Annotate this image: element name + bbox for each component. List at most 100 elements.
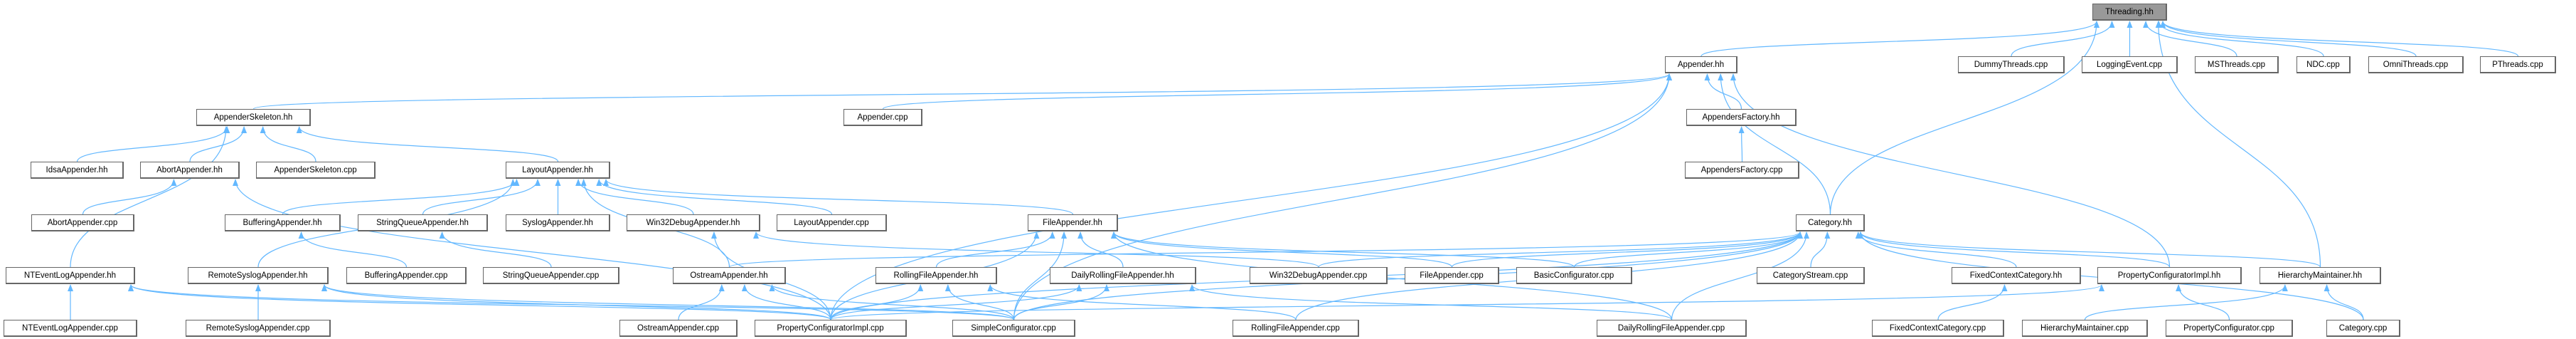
node-ostreamappender-hh[interactable]: OstreamAppender.hh [673,267,786,284]
node-win32debugappender-cpp[interactable]: Win32DebugAppender.cpp [1250,267,1388,284]
edge-win32debugappender_cpp-to-category_hh [1318,231,1803,268]
edge-dailyrollingfileappender_cpp-to-category_hh [1671,231,1810,320]
node-appendersfactory-hh[interactable]: AppendersFactory.hh [1686,109,1797,126]
node-appender-cpp[interactable]: Appender.cpp [843,109,922,126]
edge-appenderskeleton_hh-to-appender_hh [252,73,1672,110]
edge-nteventlogappender_hh-to-appenderskeleton_hh [70,126,229,268]
edge-pthreads_cpp-to-threading_hh [2160,21,2519,57]
edge-simpleconfigurator_cpp-to-rollingfileappender_hh [944,284,1015,320]
edge-propertyconfiguratorimpl_cpp-to-abortappender_hh [233,179,831,320]
node-nteventlogappender-cpp[interactable]: NTEventLogAppender.cpp [4,320,137,337]
edge-rollingfileappender_cpp-to-rollingfileappender_hh [987,284,1297,320]
edge-layoutappender_hh-to-appenderskeleton_hh [296,126,559,162]
edge-dailyrollingfileappender_hh-to-fileappender_hh [1077,231,1124,268]
edge-simpleconfigurator_cpp-to-fileappender_hh [1013,231,1068,320]
edge-fixedcontextcategory_cpp-to-fixedcontextcategory_hh [1937,284,2008,320]
node-syslogappender-hh[interactable]: SyslogAppender.hh [506,214,610,231]
edge-omnithreads_cpp-to-threading_hh [2160,21,2417,57]
node-hierarchymaintainer-hh[interactable]: HierarchyMaintainer.hh [2260,267,2381,284]
edge-dailyrollingfileappender_cpp-to-dailyrollingfileappender_hh [1189,284,1673,320]
node-category-hh[interactable]: Category.hh [1796,214,1865,231]
node-bufferingappender-cpp[interactable]: BufferingAppender.cpp [346,267,467,284]
node-dailyrollingfileappender-cpp[interactable]: DailyRollingFileAppender.cpp [1597,320,1747,337]
edge-abortappender_hh-to-appenderskeleton_hh [189,126,248,162]
edge-hierarchymaintainer_hh-to-category_hh [1858,231,2321,268]
node-fileappender-hh[interactable]: FileAppender.hh [1028,214,1118,231]
node-propertyconfiguratorimpl-hh[interactable]: PropertyConfiguratorImpl.hh [2097,267,2242,284]
edge-basicconfigurator_cpp-to-fileappender_hh [1111,231,1575,268]
edge-appender_cpp-to-appender_hh [882,73,1672,110]
edge-basicconfigurator_cpp-to-category_hh [1573,231,1803,268]
edge-bufferingappender_cpp-to-bufferingappender_hh [298,231,408,268]
node-layoutappender-hh[interactable]: LayoutAppender.hh [506,162,610,179]
edge-bufferingappender_hh-to-layoutappender_hh [282,179,520,215]
node-fixedcontextcategory-cpp[interactable]: FixedContextCategory.cpp [1872,320,2004,337]
edge-idsaappender_hh-to-appenderskeleton_hh [76,126,230,162]
edge-categorystream_cpp-to-category_hh [1810,231,1831,268]
edge-win32debugappender_hh-to-layoutappender_hh [575,179,694,215]
edge-stringqueueappender_cpp-to-stringqueueappender_hh [439,231,552,268]
node-appenderskeleton-hh[interactable]: AppenderSkeleton.hh [196,109,311,126]
edge-ostreamappender_hh-to-category_hh [728,231,1803,268]
node-rollingfileappender-hh[interactable]: RollingFileAppender.hh [875,267,997,284]
edge-propertyconfigurator_cpp-to-propertyconfiguratorimpl_hh [2176,284,2230,320]
node-categorystream-cpp[interactable]: CategoryStream.cpp [1757,267,1865,284]
edge-dummythreads_cpp-to-threading_hh [2011,21,2115,57]
edge-simpleconfigurator_cpp-to-remotesyslogappender_hh [321,284,1015,320]
edge-abortappender_cpp-to-abortappender_hh [82,179,177,215]
node-layoutappender-cpp[interactable]: LayoutAppender.cpp [777,214,887,231]
node-ndc-cpp[interactable]: NDC.cpp [2296,56,2351,73]
node-abortappender-hh[interactable]: AbortAppender.hh [140,162,240,179]
edge-category_hh-to-threading_hh [1829,21,2099,215]
node-nteventlogappender-hh[interactable]: NTEventLogAppender.hh [6,267,135,284]
node-dummythreads-cpp[interactable]: DummyThreads.cpp [1958,56,2065,73]
node-appender-hh[interactable]: Appender.hh [1665,56,1737,73]
node-stringqueueappender-cpp[interactable]: StringQueueAppender.cpp [483,267,619,284]
node-abortappender-cpp[interactable]: AbortAppender.cpp [31,214,134,231]
edge-fileappender_cpp-to-category_hh [1451,231,1803,268]
edge-propertyconfiguratorimpl_cpp-to-propertyconfiguratorimpl_hh [830,284,2104,320]
node-fileappender-cpp[interactable]: FileAppender.cpp [1405,267,1499,284]
edge-msthreads_cpp-to-threading_hh [2143,21,2237,57]
node-bufferingappender-hh[interactable]: BufferingAppender.hh [225,214,341,231]
node-remotesyslogappender-hh[interactable]: RemoteSyslogAppender.hh [188,267,329,284]
edge-stringqueueappender_hh-to-layoutappender_hh [422,179,541,215]
edge-appenderskeleton_cpp-to-appenderskeleton_hh [260,126,316,162]
edge-ndc_cpp-to-threading_hh [2156,21,2324,57]
node-dailyrollingfileappender-hh[interactable]: DailyRollingFileAppender.hh [1050,267,1196,284]
node-remotesyslogappender-cpp[interactable]: RemoteSyslogAppender.cpp [186,320,331,337]
node-idsaappender-hh[interactable]: IdsaAppender.hh [31,162,124,179]
edge-fileappender_hh-to-layoutappender_hh [603,179,1074,215]
edge-win32debugappender_cpp-to-win32debugappender_hh [753,231,1319,268]
edge-propertyconfiguratorimpl_cpp-to-remotesyslogappender_hh [321,284,831,320]
edge-appender_hh-to-threading_hh [1701,21,2099,57]
node-simpleconfigurator-cpp[interactable]: SimpleConfigurator.cpp [952,320,1075,337]
node-ostreamappender-cpp[interactable]: OstreamAppender.cpp [619,320,738,337]
edge-propertyconfiguratorimpl_cpp-to-nteventlogappender_hh [128,284,831,320]
node-basicconfigurator-cpp[interactable]: BasicConfigurator.cpp [1516,267,1632,284]
edge-simpleconfigurator_cpp-to-ostreamappender_hh [769,284,1015,320]
node-propertyconfiguratorimpl-cpp[interactable]: PropertyConfiguratorImpl.cpp [755,320,907,337]
node-stringqueueappender-hh[interactable]: StringQueueAppender.hh [358,214,488,231]
edge-dailyrollingfileappender_cpp-to-fileappender_hh [1111,231,1673,320]
node-appendersfactory-cpp[interactable]: AppendersFactory.cpp [1685,162,1799,179]
node-propertyconfigurator-cpp[interactable]: PropertyConfigurator.cpp [2166,320,2293,337]
edge-propertyconfiguratorimpl_cpp-to-ostreamappender_hh [741,284,831,320]
node-rollingfileappender-cpp[interactable]: RollingFileAppender.cpp [1233,320,1359,337]
edge-layoutappender_cpp-to-layoutappender_hh [596,179,833,215]
node-hierarchymaintainer-cpp[interactable]: HierarchyMaintainer.cpp [2022,320,2148,337]
edge-propertyconfiguratorimpl_cpp-to-dailyrollingfileappender_hh [830,284,1082,320]
node-pthreads-cpp[interactable]: PThreads.cpp [2480,56,2556,73]
node-msthreads-cpp[interactable]: MSThreads.cpp [2195,56,2279,73]
node-win32debugappender-hh[interactable]: Win32DebugAppender.hh [627,214,760,231]
node-appenderskeleton-cpp[interactable]: AppenderSkeleton.cpp [256,162,376,179]
node-category-cpp[interactable]: Category.cpp [2326,320,2400,337]
edge-ostreamappender_cpp-to-ostreamappender_hh [678,284,725,320]
node-loggingevent-cpp[interactable]: LoggingEvent.cpp [2082,56,2178,73]
edge-category_cpp-to-hierarchymaintainer_hh [2324,284,2364,320]
node-fixedcontextcategory-hh[interactable]: FixedContextCategory.hh [1952,267,2081,284]
node-omnithreads-cpp[interactable]: OmniThreads.cpp [2368,56,2464,73]
edge-appendersfactory_hh-to-appender_hh [1704,73,1742,110]
